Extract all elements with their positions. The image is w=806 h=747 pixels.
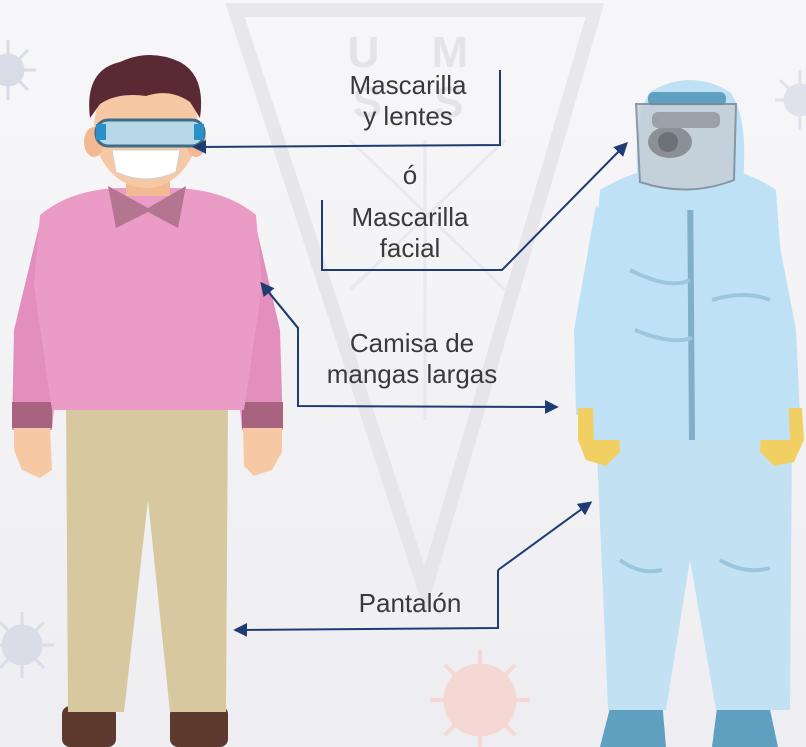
left-cuff [12,402,52,428]
label-pants: Pantalón [358,588,462,618]
virus-decoration-top-right [775,70,806,130]
virus-decoration-bottom-left [0,612,54,678]
person-casual [12,55,283,747]
face-mask [111,149,181,180]
connectors [192,70,628,637]
pants [66,400,228,712]
person-ppe [574,80,804,747]
arrow-mask-goggles [192,70,501,154]
umss-logo-watermark [225,3,605,614]
suit-legs [596,430,792,710]
right-cuff [242,402,283,428]
arrow-face-mask [321,142,628,271]
arrow-shirt-left [260,281,299,329]
right-hand [243,428,282,476]
right-shoe [170,706,228,747]
label-or: ó [402,160,418,190]
hair [89,55,202,118]
shirt-collar [108,186,186,228]
left-boot [600,700,666,747]
left-hand [14,428,52,478]
label-face-mask: Mascarilla facial [351,202,469,263]
virus-decoration-top-left [0,40,36,100]
suit-zipper [687,174,695,441]
right-boot [712,700,778,747]
face-shield-band [648,92,726,106]
shirt [34,188,262,410]
arrow-pants-left [233,570,499,637]
arrow-pants-right [497,501,593,571]
label-long-sleeve-shirt: Camisa de mangas largas [326,328,498,389]
label-mask-goggles: Mascarilla y lentes [349,70,467,131]
virus-decoration-bottom-center [430,650,530,747]
left-shoe [62,706,116,747]
umss-watermark: U M S S [347,28,489,127]
safety-goggles [94,118,206,148]
